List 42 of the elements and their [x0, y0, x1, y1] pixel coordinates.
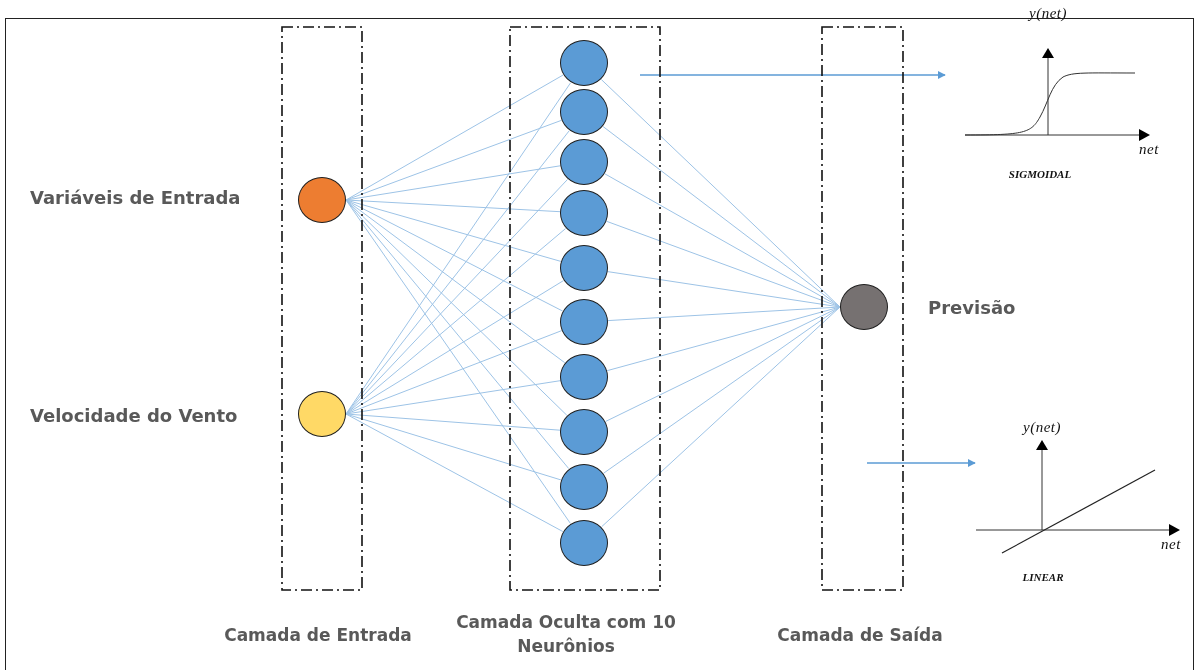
connection-line [345, 199, 562, 262]
hidden-neuron [560, 354, 608, 400]
output-neuron [840, 284, 888, 330]
hidden-neuron [560, 190, 608, 236]
layer-label: Camada de Entrada [223, 624, 413, 647]
axis-label: net [1139, 141, 1159, 158]
connection-line [345, 199, 566, 364]
neuron-label: Variáveis de Entrada [30, 187, 241, 208]
function-label: SIGMOIDAL [1008, 168, 1072, 180]
connection-line [606, 306, 841, 372]
hidden-neuron [560, 139, 608, 185]
hidden-neuron [560, 299, 608, 345]
connection-line [601, 306, 841, 528]
connection-line [345, 413, 562, 481]
hidden-neuron [560, 89, 608, 135]
connection-line [345, 74, 564, 201]
axis-label: net [1161, 536, 1181, 553]
input-neuron [298, 177, 346, 223]
connection-line [345, 413, 564, 533]
function-label: LINEAR [1022, 571, 1064, 583]
arrow [866, 459, 976, 467]
hidden-neuron [560, 464, 608, 510]
connection-line [605, 306, 841, 422]
connection-line [345, 199, 561, 213]
connection-line [604, 173, 841, 308]
neuron-label: Previsão [928, 297, 1016, 318]
input-neuron [298, 391, 346, 437]
connection-line [345, 280, 565, 415]
connection-line [345, 380, 561, 415]
axis-label: y(net) [1026, 5, 1068, 22]
connection-line [345, 199, 571, 524]
hidden-neuron [560, 520, 608, 566]
axis-label: y(net) [1020, 419, 1062, 436]
connection-line [345, 413, 561, 431]
hidden-neuron [560, 40, 608, 86]
hidden-neuron [560, 245, 608, 291]
arrow [639, 71, 946, 79]
neuron-label: Velocidade do Vento [30, 405, 238, 426]
hidden-neuron [560, 409, 608, 455]
layer-label: Camada Oculta com 10 Neurônios [455, 611, 677, 658]
connection-line [607, 306, 841, 322]
layer-label: Camada de Saída [776, 624, 944, 647]
